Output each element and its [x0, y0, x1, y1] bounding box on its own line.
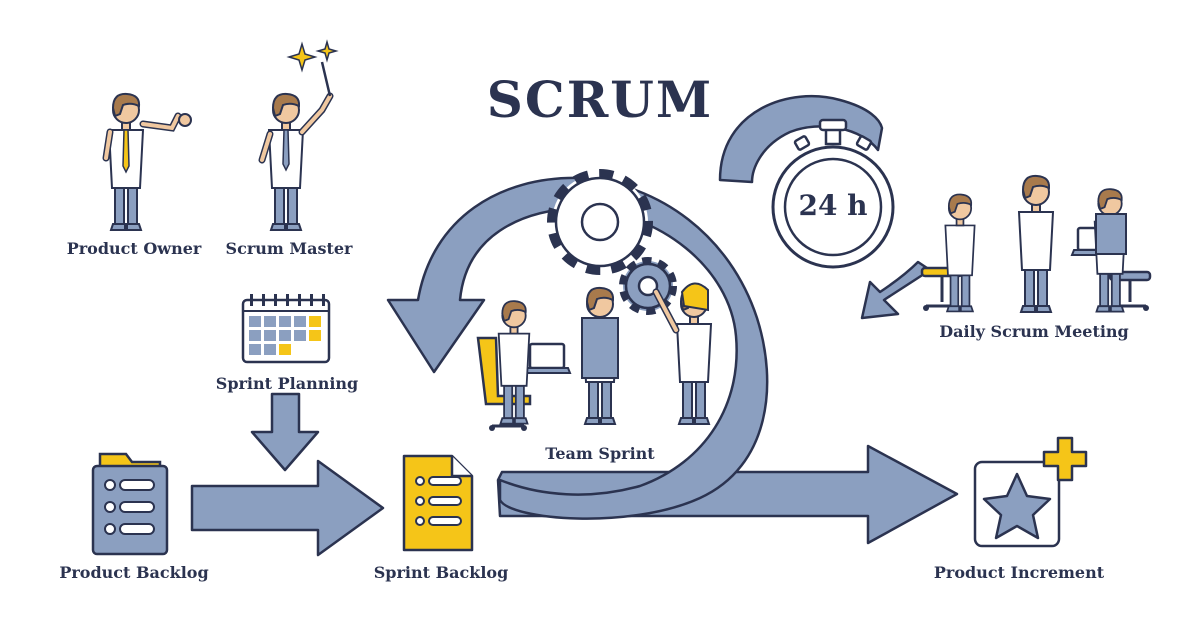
- daily-meeting-member-figure: [944, 193, 976, 313]
- scrum-master-figure: [258, 61, 334, 231]
- sprint-cycle-arrow: [386, 176, 769, 520]
- product-backlog-folder-icon: [91, 452, 169, 556]
- arrow-to-sprint-backlog: [190, 459, 385, 557]
- stopwatch-icon: [771, 118, 895, 269]
- product-owner-label: Product Owner: [66, 239, 202, 258]
- sprint-planning-label: Sprint Planning: [215, 374, 359, 393]
- page-title: SCRUM: [486, 70, 714, 129]
- arrow-from-planning: [250, 392, 320, 472]
- scrum-master-label: Scrum Master: [225, 239, 353, 258]
- daily-meeting-member-figure: [1018, 174, 1054, 313]
- product-backlog-label: Product Backlog: [59, 563, 209, 582]
- daily-scrum-meeting-label: Daily Scrum Meeting: [939, 322, 1129, 341]
- sprint-backlog-document-icon: [402, 454, 474, 552]
- timer-label: 24 h: [798, 189, 868, 222]
- daily-cycle-arrow: [718, 95, 932, 320]
- calendar-icon: [241, 294, 331, 364]
- team-member-figure: [581, 286, 619, 425]
- sparkle-icon: [286, 39, 339, 73]
- team-sprint-label: Team Sprint: [545, 444, 655, 463]
- sprint-backlog-label: Sprint Backlog: [373, 563, 509, 582]
- laptop-icon: [522, 342, 572, 374]
- daily-meeting-member-figure: [1093, 188, 1127, 313]
- product-owner-figure: [102, 92, 192, 231]
- product-increment-label: Product Increment: [933, 563, 1105, 582]
- plus-icon: [1042, 436, 1088, 482]
- product-increment-star-icon: [973, 460, 1061, 548]
- gear-icon: [547, 169, 653, 275]
- team-member-figure: [652, 282, 712, 425]
